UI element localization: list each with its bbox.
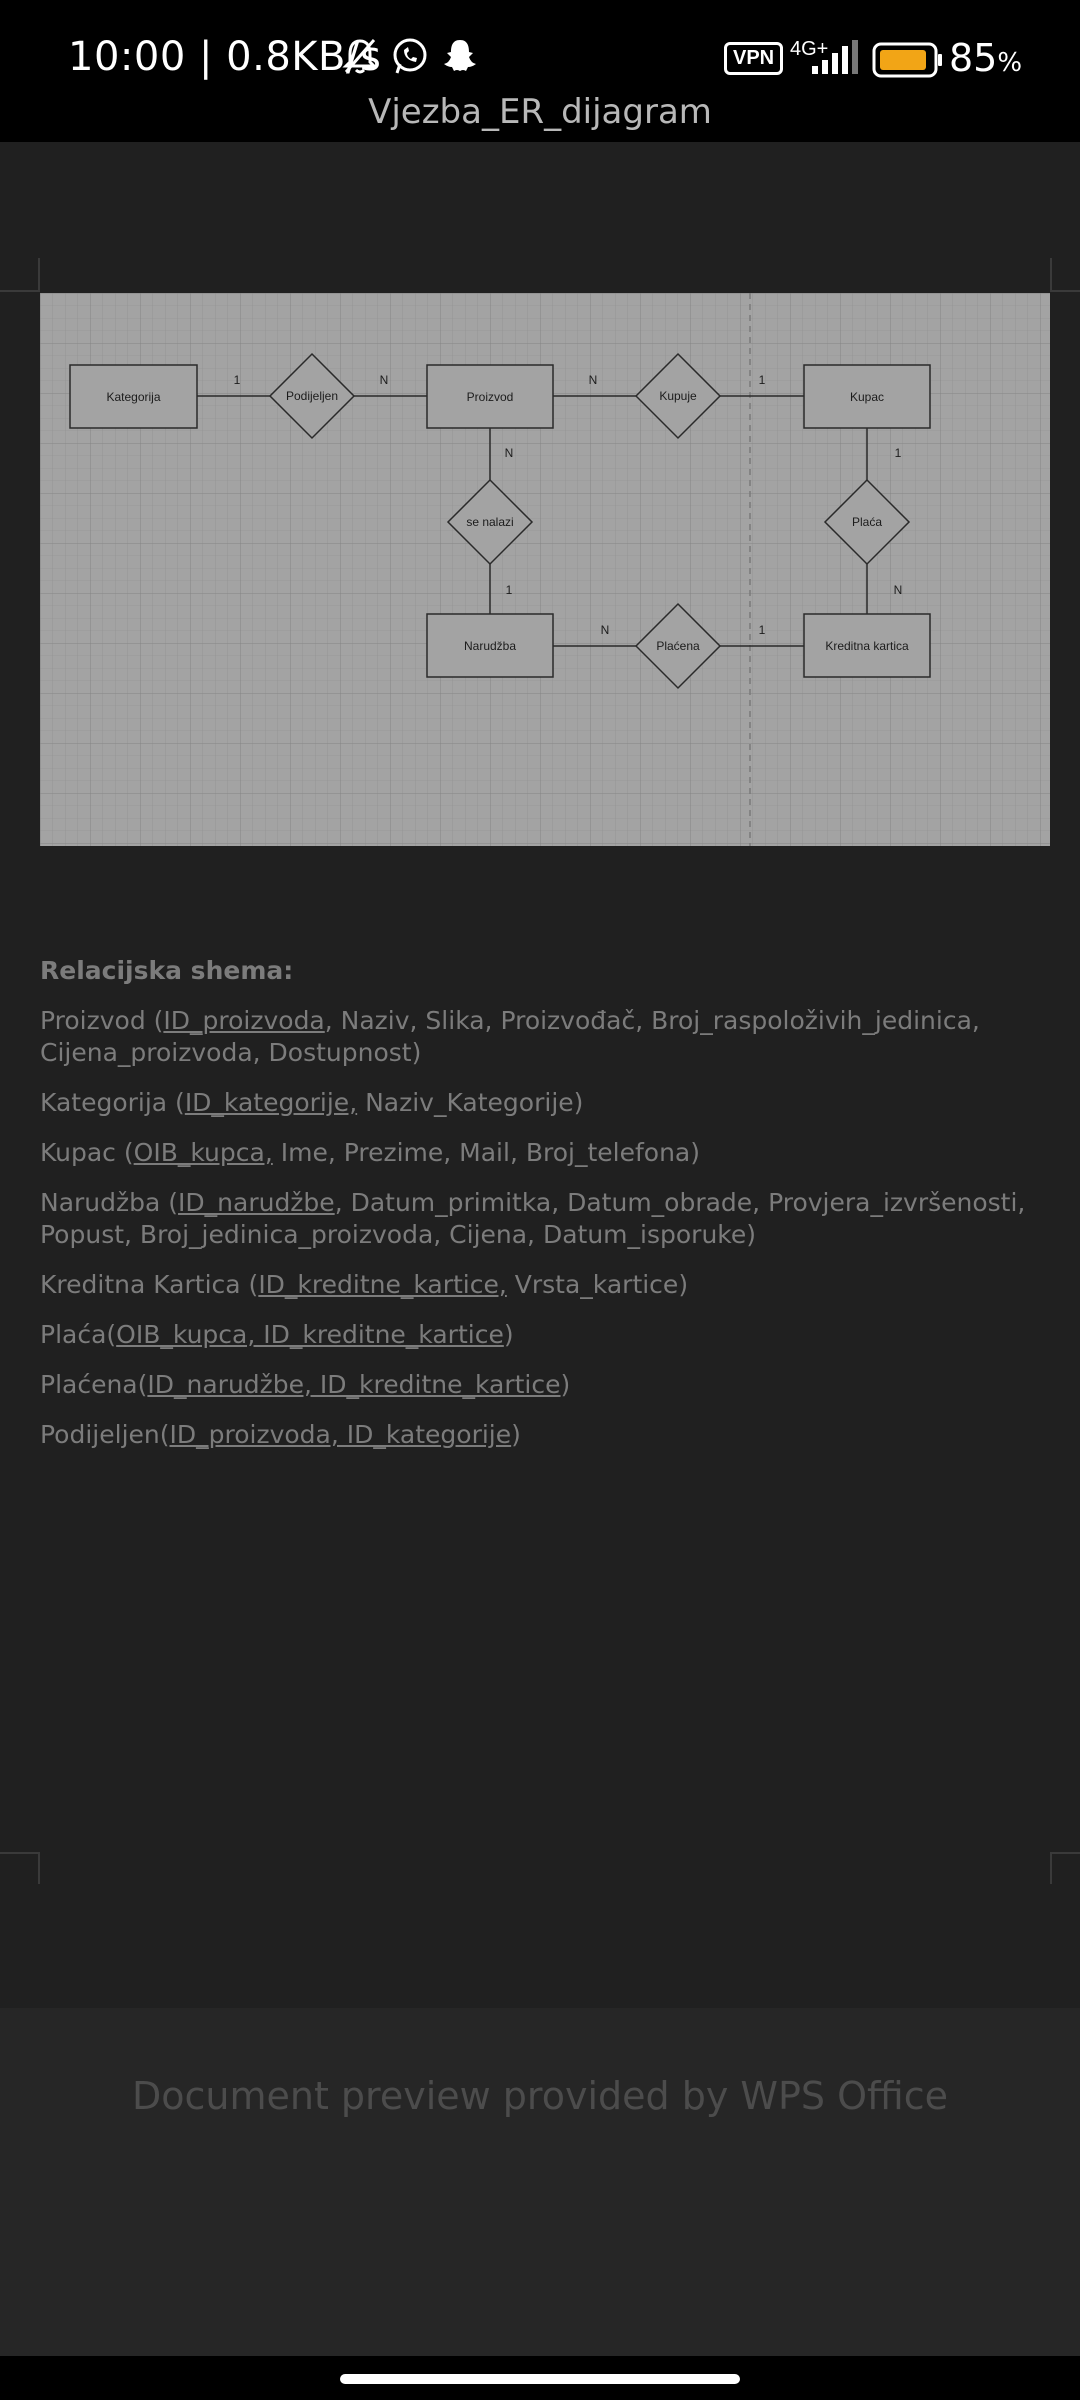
schema-heading: Relacijska shema:: [40, 956, 294, 985]
relation-se-nalazi[interactable]: [446, 478, 534, 566]
document-title: Vjezba_ER_dijagram: [368, 92, 712, 132]
cardinality-label: 1: [759, 373, 766, 387]
schema-line-kreditna-kartica: Kreditna Kartica (ID_kreditne_kartice, V…: [40, 1270, 689, 1299]
battery-icon: [872, 42, 942, 78]
clock-and-speed: 10:00 | 0.8KB/s: [68, 34, 382, 80]
signal-icon: [812, 40, 858, 74]
diagram-connectors: [197, 395, 868, 647]
page-corner-mark: [1050, 1852, 1052, 1884]
entity-kupac-label: Kupac: [850, 390, 884, 404]
entity-kupac[interactable]: [803, 364, 931, 429]
relation-kupuje[interactable]: [634, 352, 722, 440]
schema-line-podijeljen: Podijeljen(ID_proizvoda, ID_kategorije): [40, 1420, 521, 1449]
relation-podijeljen-label: Podijeljen: [286, 389, 338, 403]
cardinality-label: N: [894, 583, 903, 597]
schema-line-proizvod: Proizvod (ID_proizvoda, Naziv, Slika, Pr…: [40, 1006, 980, 1067]
relation-placena-label: Plaćena: [656, 639, 700, 653]
entity-narudzba[interactable]: [426, 613, 554, 678]
relation-kupuje-label: Kupuje: [659, 389, 697, 403]
page-corner-mark: [1050, 290, 1080, 292]
er-diagram[interactable]: Kategorija Proizvod Kupac Narudžba Kredi…: [40, 293, 1050, 846]
entity-narudzba-label: Narudžba: [464, 639, 516, 653]
relation-placena[interactable]: [634, 602, 722, 690]
network-type: 4G+: [790, 38, 829, 60]
relation-placa-label: Plaća: [852, 515, 882, 529]
cardinality-label: N: [589, 373, 598, 387]
footer-text: Document preview provided by WPS Office: [131, 2074, 949, 2118]
page-corner-mark: [0, 290, 40, 292]
whatsapp-icon: [393, 38, 427, 74]
cardinality-label: 1: [759, 623, 766, 637]
cardinality-label: N: [505, 446, 514, 460]
cardinality-label: 1: [506, 583, 513, 597]
relational-schema: Relacijska shema: Proizvod (ID_proizvoda…: [40, 955, 1040, 1469]
schema-line-placena: Plaćena(ID_narudžbe, ID_kreditne_kartice…: [40, 1370, 571, 1399]
cardinality-label: 1: [234, 373, 241, 387]
relation-placa[interactable]: [823, 478, 911, 566]
snapchat-icon: [444, 40, 476, 71]
schema-line-narudzba: Narudžba (ID_narudžbe, Datum_primitka, D…: [40, 1188, 1026, 1249]
battery-percent: 85%: [949, 36, 1023, 80]
navigation-bar: [0, 2356, 1080, 2400]
schema-line-kupac: Kupac (OIB_kupca, Ime, Prezime, Mail, Br…: [40, 1138, 700, 1167]
page-corner-mark: [1050, 1852, 1080, 1854]
entity-proizvod[interactable]: [426, 364, 554, 429]
relation-se-nalazi-label: se nalazi: [466, 515, 513, 529]
cardinality-label: N: [601, 623, 610, 637]
entity-kreditna-kartica-label: Kreditna kartica: [825, 639, 909, 653]
vpn-badge: VPN: [724, 42, 784, 75]
page-corner-mark: [38, 1852, 40, 1884]
page-corner-mark: [0, 1852, 40, 1854]
entity-kreditna-kartica[interactable]: [803, 613, 931, 678]
entity-kategorija-label: Kategorija: [106, 390, 160, 404]
entity-kategorija[interactable]: [69, 364, 198, 429]
cardinality-label: 1: [895, 446, 902, 460]
status-bar: 10:00 | 0.8KB/s VPN 4G+ 85% Vjezba_ER_di…: [0, 0, 1080, 142]
relation-podijeljen[interactable]: [268, 352, 356, 440]
page-corner-mark: [1050, 258, 1052, 292]
page-corner-mark: [38, 258, 40, 292]
entity-proizvod-label: Proizvod: [467, 390, 514, 404]
bell-off-icon: [342, 39, 378, 74]
home-gesture-handle[interactable]: [340, 2374, 740, 2384]
cardinality-label: N: [380, 373, 389, 387]
wps-footer: Document preview provided by WPS Office: [0, 2008, 1080, 2356]
schema-line-kategorija: Kategorija (ID_kategorije, Naziv_Kategor…: [40, 1088, 584, 1117]
schema-line-placa: Plaća(OIB_kupca, ID_kreditne_kartice): [40, 1320, 514, 1349]
